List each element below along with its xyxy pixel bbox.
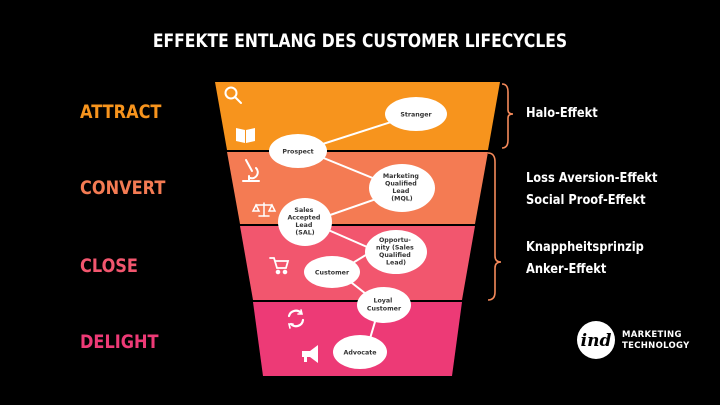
node-label-sal: Sales Accepted Lead (SAL) (287, 207, 322, 237)
node-label-loyal-customer: Loyal Customer (367, 298, 402, 313)
search-icon (224, 86, 242, 104)
scale-icon (251, 202, 277, 217)
node-customer (304, 256, 360, 288)
book-icon (236, 128, 255, 143)
node-label-advocate: Advocate (343, 350, 376, 357)
funnel-band-attract (215, 82, 500, 150)
effect-group-close: Knappheitsprinzip Anker-Effekt (526, 237, 644, 281)
svg-text:ind: ind (581, 331, 612, 351)
bracket-halo (501, 83, 514, 149)
node-label-prospect: Prospect (282, 149, 313, 156)
node-mql (369, 164, 435, 212)
stage-label-attract: ATTRACT (80, 101, 162, 123)
effect-loss-aversion: Loss Aversion-Effekt (526, 171, 658, 186)
microscope-icon (242, 159, 260, 182)
stage-label-close: CLOSE (80, 255, 138, 277)
node-label-customer: Customer (315, 270, 350, 277)
node-prospect (269, 134, 327, 168)
bracket-close-convert (487, 152, 502, 301)
lifecycle-nodes (269, 97, 447, 369)
funnel-band-convert (227, 152, 488, 224)
megaphone-icon (302, 345, 318, 363)
node-sal (278, 198, 332, 246)
cart-icon (269, 257, 290, 275)
stage-label-convert: CONVERT (80, 177, 166, 199)
logo-text: MARKETING TECHNOLOGY (622, 330, 690, 352)
effect-group-convert: Loss Aversion-Effekt Social Proof-Effekt (526, 168, 657, 212)
recycle-icon (287, 309, 305, 329)
effect-anker: Anker-Effekt (526, 262, 607, 277)
node-loyal-customer (357, 287, 411, 323)
effect-knappheitsprinzip: Knappheitsprinzip (526, 240, 644, 255)
effect-group-attract: Halo-Effekt (526, 103, 598, 125)
effect-halo: Halo-Effekt (526, 106, 598, 121)
node-opportunity (365, 230, 427, 274)
node-stranger (385, 97, 447, 131)
ind-logo: ind (577, 321, 615, 359)
node-label-mql: Marketing Qualified Lead (MQL) (383, 173, 421, 203)
node-label-opportunity: Opportu- nity (Sales Qualified Lead) (376, 237, 416, 267)
logo-line-2: TECHNOLOGY (622, 341, 690, 351)
stage-label-delight: DELIGHT (80, 331, 159, 353)
logo-line-1: MARKETING (622, 330, 682, 340)
effect-social-proof: Social Proof-Effekt (526, 193, 646, 208)
node-advocate (333, 335, 387, 369)
page-title: EFFEKTE ENTLANG DES CUSTOMER LIFECYCLES (152, 30, 568, 52)
node-label-stranger: Stranger (400, 112, 432, 119)
